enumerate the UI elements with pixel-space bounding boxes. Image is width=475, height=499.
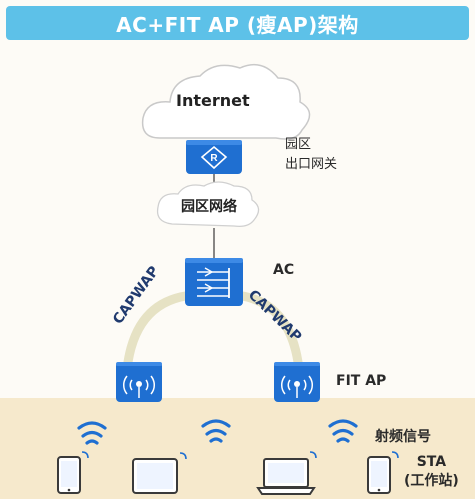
ac-label: AC [273,262,295,278]
wifi-signal-icon [328,419,358,443]
gateway-label-line2: 出口网关 [285,157,338,172]
internet-cloud-icon [141,63,311,140]
svg-text:R: R [210,153,218,164]
laptop-icon [256,458,316,495]
wifi-signal-icon [201,419,231,443]
signal-mini-icon [179,452,187,460]
rf-signal-label: 射频信号 [375,429,431,445]
capwap-tunnel-left [123,290,198,367]
smartphone-icon [367,456,391,494]
tablet-icon [132,458,178,494]
capwap-tunnel-right [230,290,303,367]
smartphone-icon [57,456,81,494]
sta-label-line2: (工作站) [404,473,459,489]
signal-mini-icon [391,451,399,459]
fit-ap-label: FIT AP [336,373,387,389]
sta-label: STA (工作站) [404,453,459,491]
internet-label: Internet [176,91,250,110]
campus-network-cloud-icon [156,181,260,228]
diagram-title: AC+FIT AP (瘦AP)架构 [6,6,469,40]
wireless-ap-icon [116,362,162,402]
wifi-signal-icon [77,421,107,445]
signal-mini-icon [309,451,317,459]
gateway-label-line1: 园区 [285,137,312,152]
signal-mini-icon [81,451,89,459]
wireless-ap-icon [274,362,320,402]
access-controller-icon [185,258,243,306]
campus-network-label: 园区网络 [181,199,237,215]
gateway-label: 园区 出口网关 [285,135,337,175]
sta-label-line1: STA [416,454,447,470]
router-icon: R [186,140,242,174]
